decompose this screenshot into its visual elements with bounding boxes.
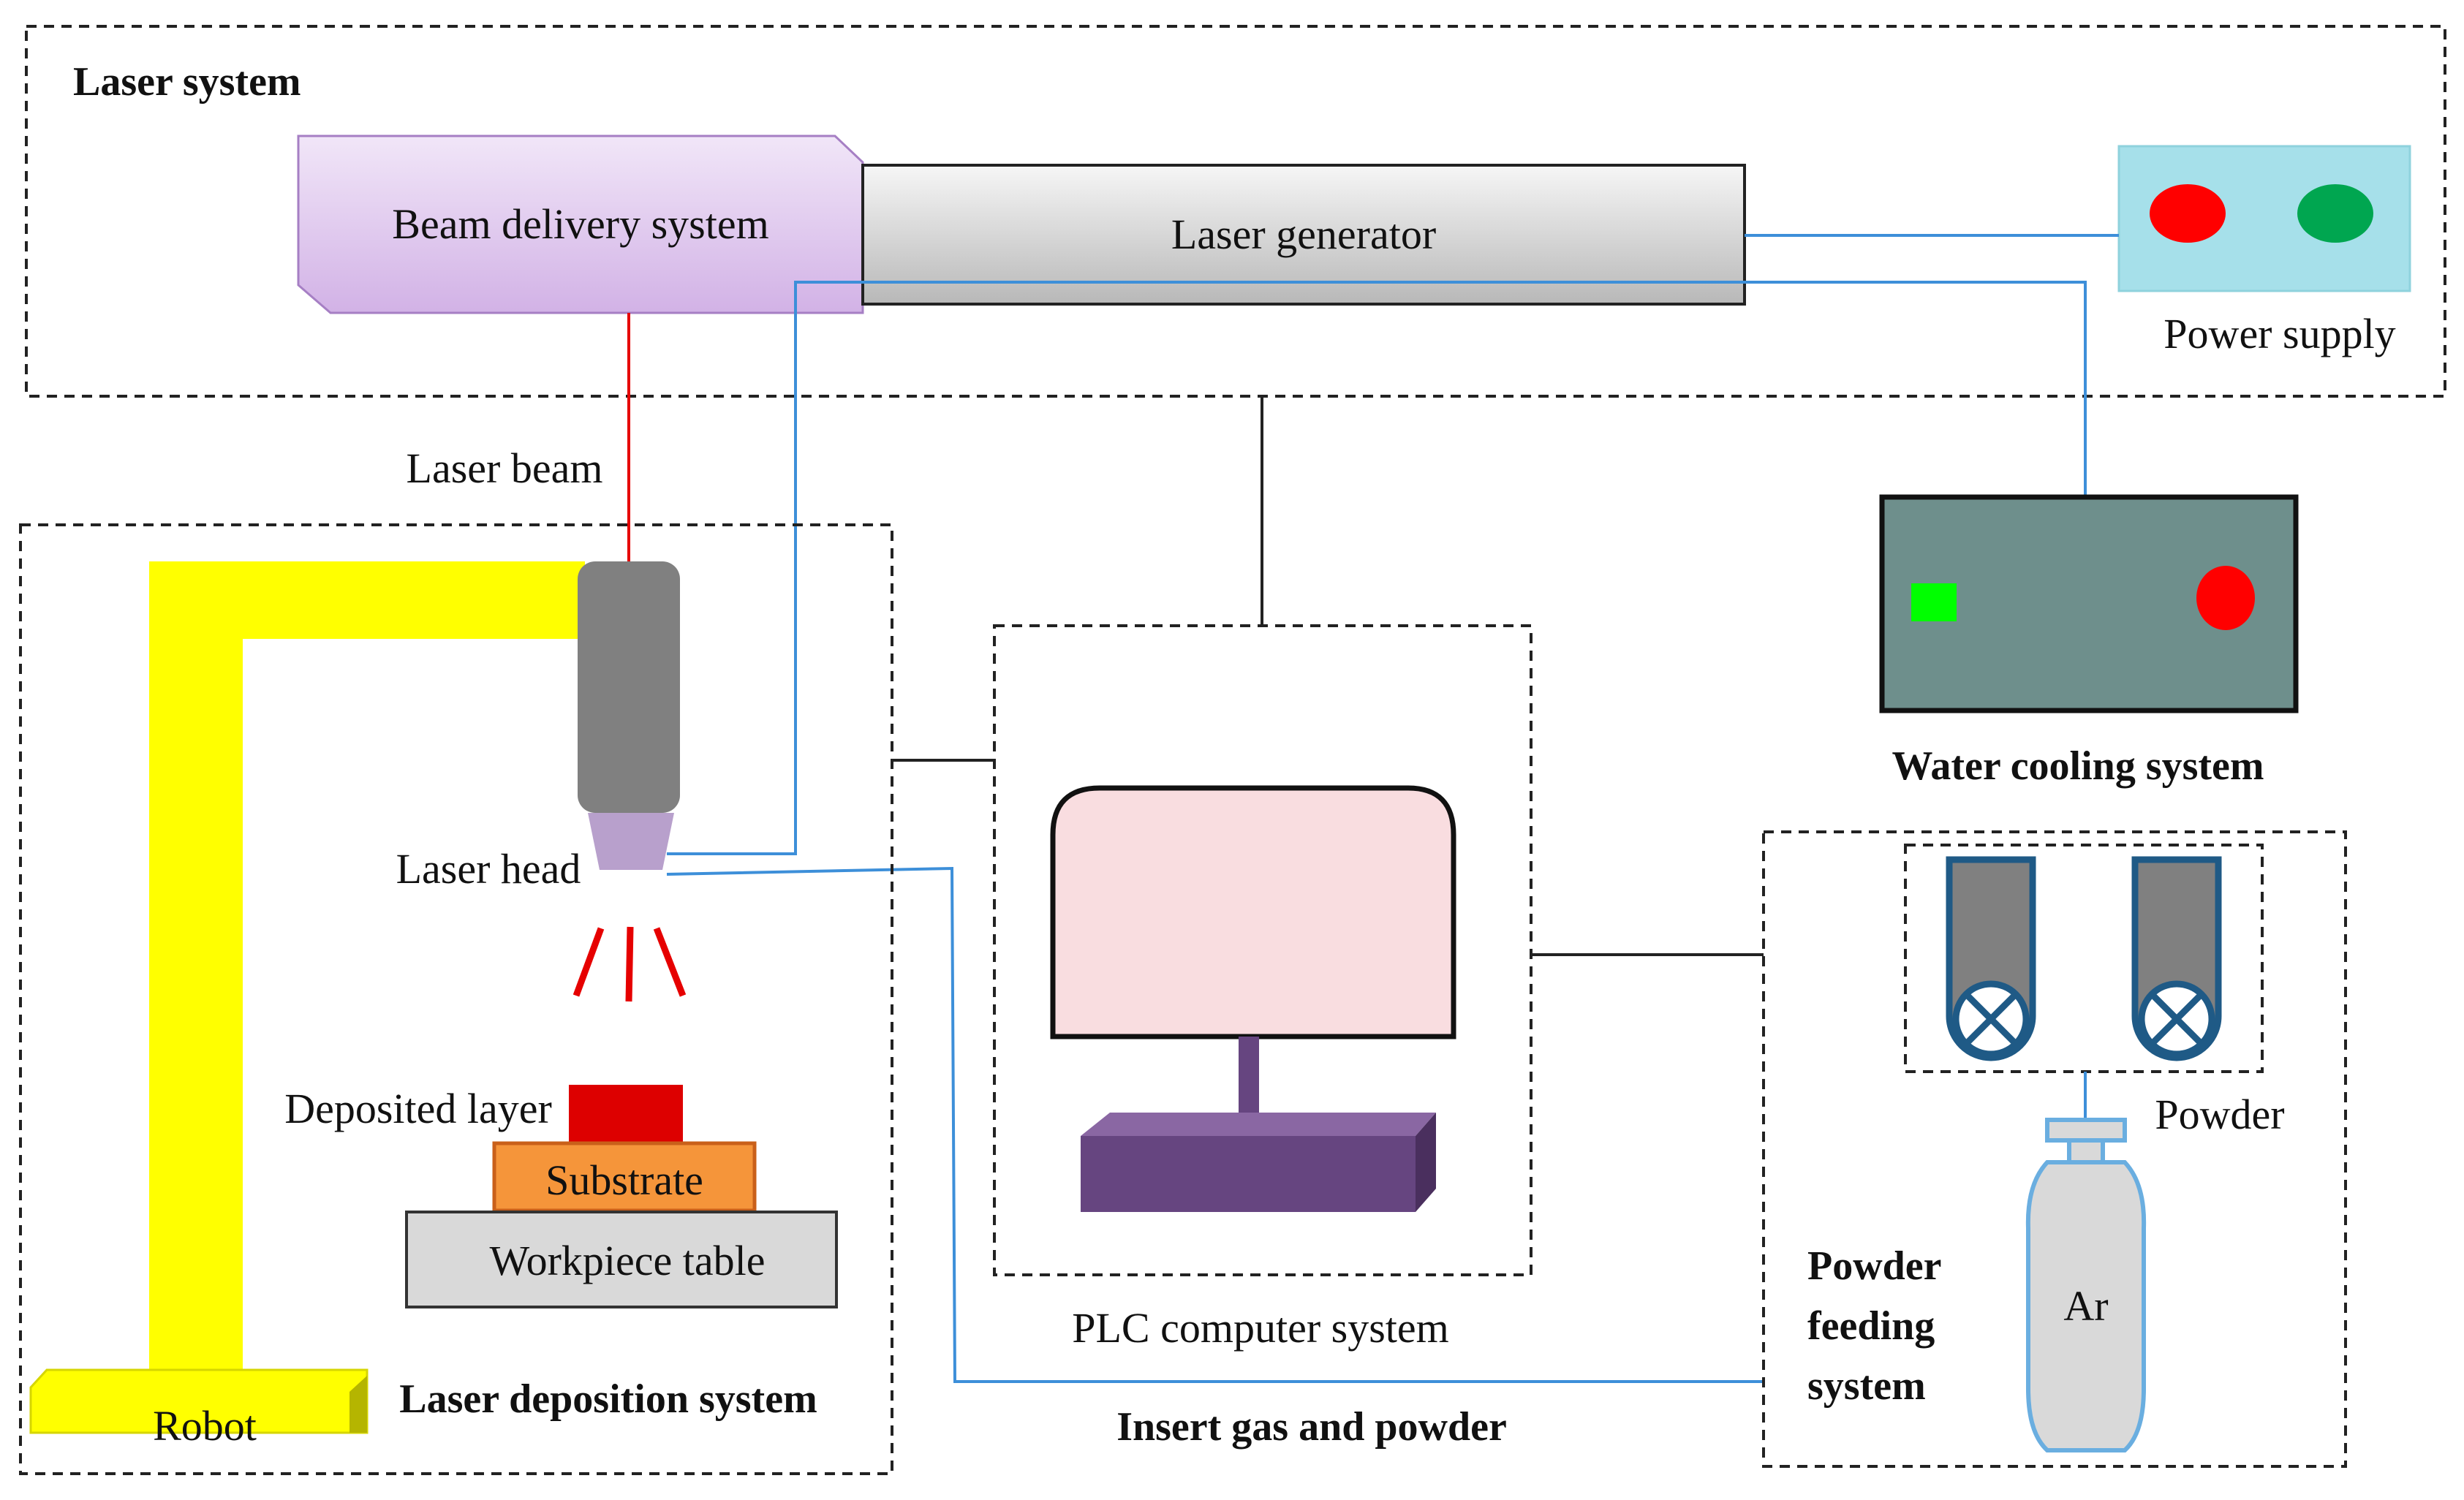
powder-feeding-title-line3: system xyxy=(1807,1363,1926,1409)
powder-feeding-title-line1: Powder xyxy=(1807,1243,1942,1289)
deposited-layer-label: Deposited layer xyxy=(284,1085,552,1132)
powder-feeding-title-line2: feeding xyxy=(1807,1303,1935,1349)
water-cooling-red-indicator xyxy=(2196,566,2255,630)
powder-valve-1-cross-b xyxy=(1964,992,2018,1046)
laser-head-body xyxy=(578,561,680,813)
plc-keyboard-top xyxy=(1081,1113,1436,1136)
deposited-layer xyxy=(569,1085,683,1143)
water-cooling-green-indicator xyxy=(1911,583,1957,621)
ar-cylinder-neck xyxy=(2067,1138,2105,1164)
laser-system-title: Laser system xyxy=(73,59,301,105)
powder-feeding-frame xyxy=(1762,830,2347,1468)
powder-label: Powder xyxy=(2155,1091,2284,1138)
laser-ray-center xyxy=(625,926,634,1002)
laser-deposition-title: Laser deposition system xyxy=(399,1376,817,1422)
plc-label: PLC computer system xyxy=(1072,1304,1449,1352)
laser-ray-left xyxy=(572,927,605,997)
robot-arm xyxy=(149,561,585,1376)
ar-cylinder-valve xyxy=(2045,1118,2127,1143)
laser-deposition-frame xyxy=(19,523,893,1475)
substrate-label: Substrate xyxy=(545,1156,703,1204)
robot-base-side xyxy=(349,1376,367,1433)
plc-keyboard-front xyxy=(1081,1136,1416,1212)
power-supply-red-indicator xyxy=(2150,184,2226,243)
laser-generator-label: Laser generator xyxy=(1171,211,1436,258)
laser-head-label: Laser head xyxy=(396,845,581,893)
plc-keyboard-side xyxy=(1416,1113,1436,1212)
plc-frame xyxy=(993,624,1533,1276)
laser-ray-right xyxy=(653,927,687,997)
cooling-line xyxy=(667,281,2087,855)
ar-cylinder xyxy=(2025,1160,2147,1452)
workpiece-table-label: Workpiece table xyxy=(490,1237,766,1284)
plc-monitor xyxy=(1050,785,1456,1039)
ar-label: Ar xyxy=(2063,1282,2108,1330)
beam-delivery-system-label: Beam delivery system xyxy=(392,200,768,248)
gas-powder-line xyxy=(666,866,1764,1383)
laser-head-nozzle xyxy=(588,813,674,870)
robot-label: Robot xyxy=(153,1402,257,1450)
workpiece-table xyxy=(405,1211,838,1308)
insert-gas-label: Insert gas and powder xyxy=(1116,1404,1507,1450)
substrate xyxy=(492,1141,757,1213)
powder-valve-2-cross-b xyxy=(2150,992,2204,1046)
power-supply-label: Power supply xyxy=(2163,310,2395,357)
power-supply-green-indicator xyxy=(2297,184,2373,243)
laser-system-frame xyxy=(25,25,2446,398)
beam-delivery-system-box xyxy=(297,135,864,314)
laser-beam-label: Laser beam xyxy=(407,444,603,492)
water-cooling-label: Water cooling system xyxy=(1892,743,2264,789)
